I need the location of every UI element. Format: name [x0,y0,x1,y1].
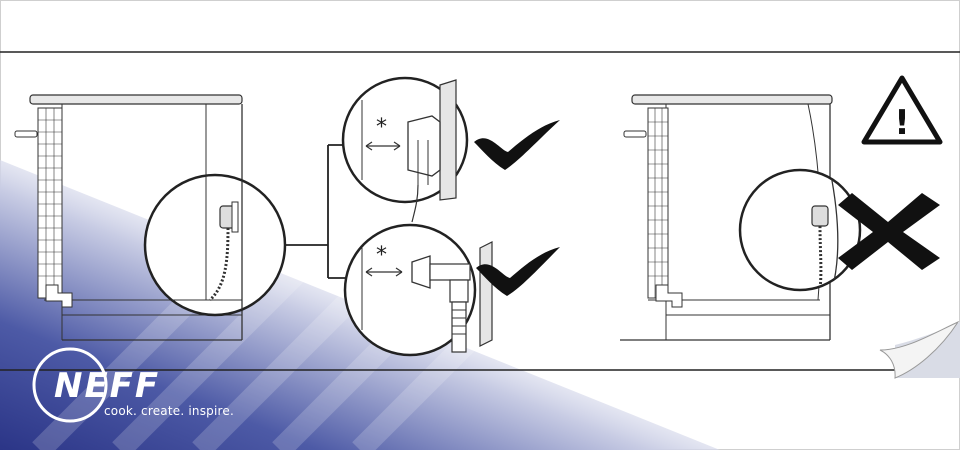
brand-tagline: cook. create. inspire. [104,404,234,418]
clearance-marker-plug: * [376,115,387,140]
brand-name: NEFF [54,366,160,406]
neff-logo: NEFF [32,347,160,423]
detail-wrong-content [811,170,839,290]
connector-bracket [285,144,345,279]
detail-circle-tap [343,223,477,357]
clearance-marker-tap: * [376,243,387,268]
warning-symbol: ! [894,103,910,143]
checkmark-icon [476,247,560,296]
page-curl-icon [879,320,960,379]
checkmark-icon [474,120,560,170]
cross-icon [838,193,940,270]
warning-triangle-icon [861,75,943,145]
detail-plug-content [361,79,457,223]
detail-circle-wrong [738,168,862,292]
